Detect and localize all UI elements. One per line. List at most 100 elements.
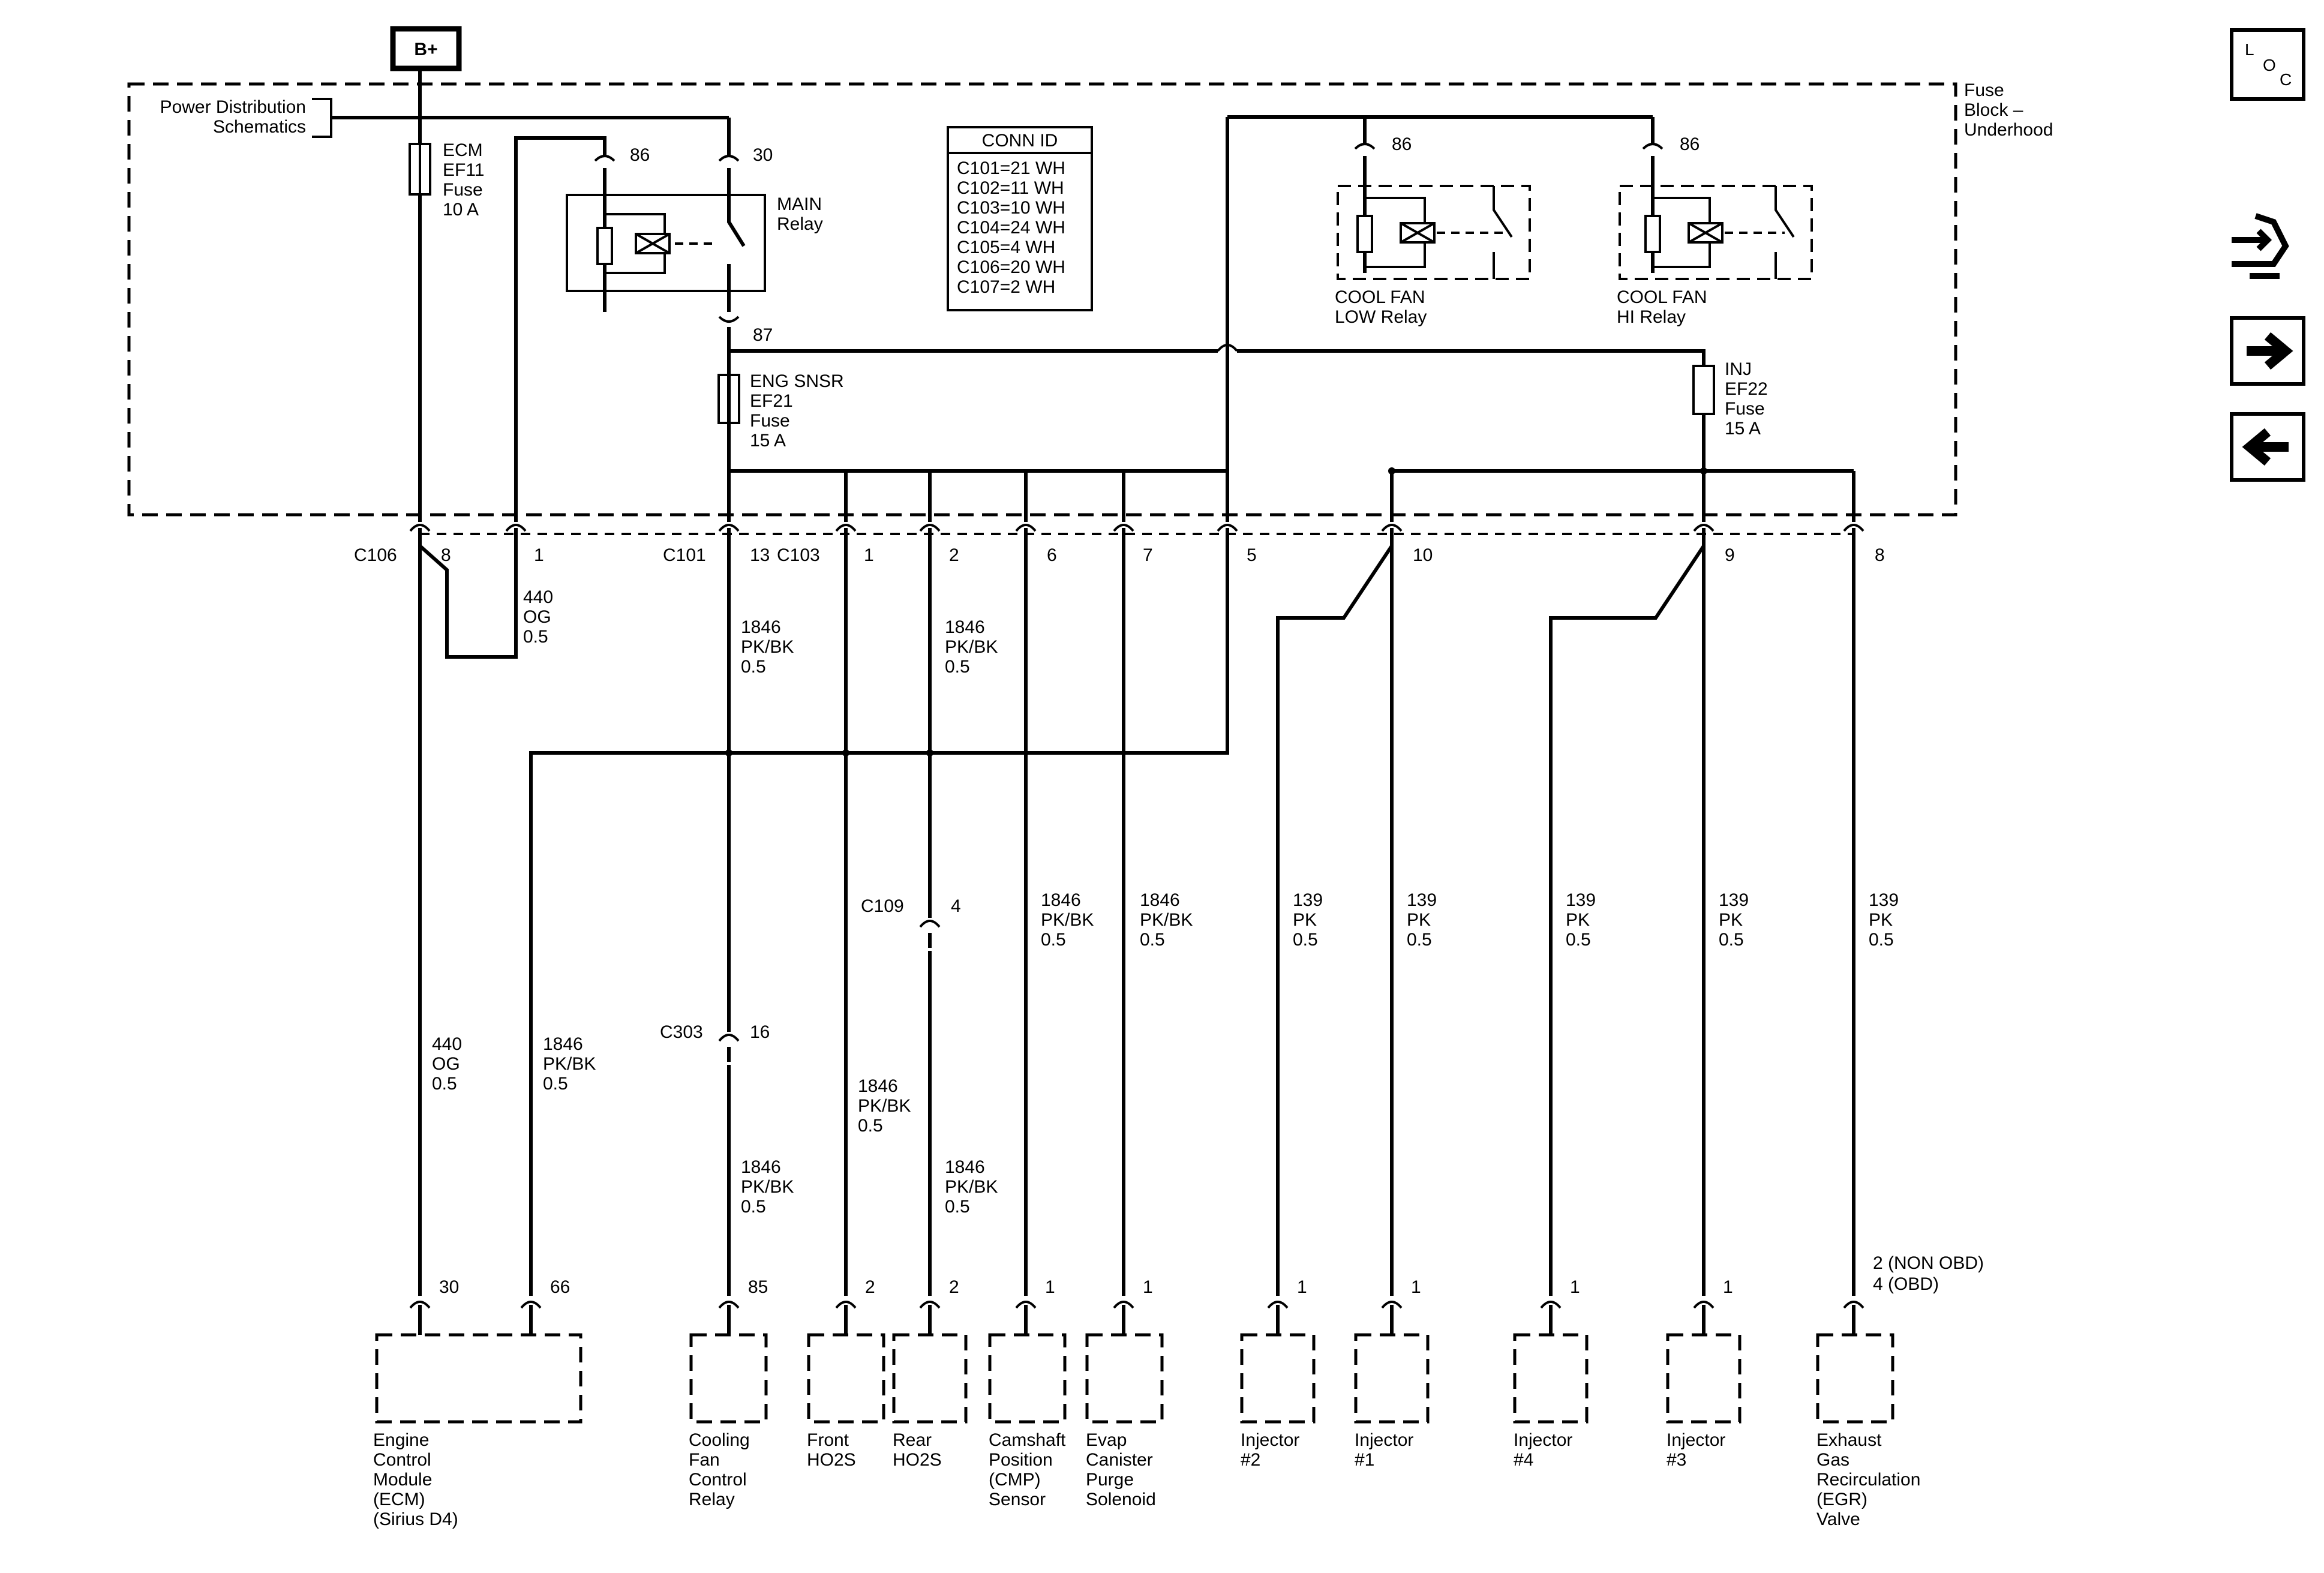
ecm-fuse: ECM EF11 Fuse 10 A	[409, 118, 484, 522]
egr-valve-component: 2 (NON OBD)4 (OBD)ExhaustGasRecirculatio…	[1816, 1253, 1984, 1529]
next-arrow-icon[interactable]	[2230, 316, 2305, 386]
svg-text:0.5: 0.5	[1719, 930, 1744, 950]
svg-text:Module: Module	[373, 1470, 432, 1490]
svg-text:Control: Control	[689, 1470, 747, 1490]
svg-text:Underhood: Underhood	[1964, 120, 2053, 140]
svg-text:139: 139	[1566, 890, 1596, 910]
svg-text:0.5: 0.5	[945, 657, 970, 677]
svg-text:HI Relay: HI Relay	[1617, 307, 1686, 327]
svg-text:(ECM): (ECM)	[373, 1490, 425, 1509]
svg-text:Sensor: Sensor	[989, 1490, 1046, 1509]
inj-fuse: INJ EF22 Fuse 15 A	[1692, 359, 1768, 522]
svg-text:2: 2	[865, 1277, 875, 1297]
svg-text:C109: C109	[861, 896, 904, 916]
svg-text:PK/BK: PK/BK	[1041, 910, 1094, 930]
component-locator-icon[interactable]: L O C	[2230, 28, 2305, 101]
svg-text:Recirculation: Recirculation	[1816, 1470, 1920, 1490]
svg-text:C105=4 WH: C105=4 WH	[957, 238, 1055, 257]
svg-text:0.5: 0.5	[543, 1074, 568, 1094]
c101-label: C101	[663, 545, 706, 565]
connector-pin	[1693, 524, 1715, 546]
svg-text:8: 8	[1875, 545, 1885, 565]
svg-text:#1: #1	[1355, 1450, 1374, 1470]
svg-text:86: 86	[1392, 134, 1412, 154]
svg-text:1846: 1846	[858, 1076, 898, 1096]
svg-text:Power Distribution: Power Distribution	[160, 97, 306, 117]
svg-text:C103=10 WH: C103=10 WH	[957, 198, 1065, 218]
svg-text:PK: PK	[1407, 910, 1431, 930]
svg-text:4: 4	[951, 896, 961, 916]
svg-text:CONN ID: CONN ID	[982, 131, 1058, 151]
svg-text:#2: #2	[1241, 1450, 1260, 1470]
connector-pin	[1843, 524, 1864, 546]
svg-text:7: 7	[1143, 545, 1153, 565]
svg-text:Gas: Gas	[1816, 1450, 1849, 1470]
svg-text:0.5: 0.5	[432, 1074, 457, 1094]
svg-text:1: 1	[1045, 1277, 1055, 1297]
svg-text:Position: Position	[989, 1450, 1053, 1470]
svg-text:Relay: Relay	[689, 1490, 735, 1509]
connector-pin	[1381, 524, 1403, 546]
connector-swap-icon[interactable]	[2232, 213, 2289, 279]
svg-text:L: L	[2245, 40, 2254, 59]
eng-snsr-fuse: ENG SNSR EF21 Fuse 15 A	[717, 351, 844, 522]
svg-text:EF11: EF11	[443, 160, 484, 180]
svg-text:C: C	[2280, 70, 2292, 89]
svg-text:10: 10	[1413, 545, 1433, 565]
c106-label: C106	[354, 545, 397, 565]
svg-text:PK/BK: PK/BK	[945, 637, 998, 657]
svg-text:Fuse: Fuse	[1725, 399, 1765, 419]
svg-text:O: O	[2263, 56, 2276, 74]
connector-pin	[1015, 524, 1037, 546]
svg-text:PK/BK: PK/BK	[945, 1177, 998, 1197]
cool-fan-hi-relay: 86 COOL FAN HI Relay	[1617, 134, 1813, 327]
svg-text:OG: OG	[432, 1054, 460, 1074]
svg-text:139: 139	[1293, 890, 1323, 910]
svg-text:1: 1	[534, 545, 544, 565]
svg-text:Engine: Engine	[373, 1430, 429, 1450]
prev-arrow-icon[interactable]	[2230, 412, 2305, 482]
svg-text:EF21: EF21	[750, 391, 793, 411]
svg-text:1846: 1846	[741, 1157, 781, 1177]
power-distribution-ref[interactable]: Power Distribution Schematics	[160, 97, 332, 138]
svg-text:0.5: 0.5	[741, 1197, 766, 1217]
svg-text:139: 139	[1869, 890, 1899, 910]
svg-text:86: 86	[1680, 134, 1700, 154]
svg-text:Camshaft: Camshaft	[989, 1430, 1066, 1450]
c103-label: C103	[777, 545, 820, 565]
connector-pin	[505, 524, 527, 546]
svg-text:0.5: 0.5	[741, 657, 766, 677]
svg-text:Rear: Rear	[893, 1430, 932, 1450]
svg-text:Injector: Injector	[1667, 1430, 1725, 1450]
svg-text:2: 2	[949, 545, 959, 565]
svg-text:LOW Relay: LOW Relay	[1335, 307, 1427, 327]
svg-text:Fuse: Fuse	[1964, 80, 2004, 100]
battery-label: B+	[414, 40, 437, 59]
svg-text:1846: 1846	[1041, 890, 1081, 910]
svg-text:PK: PK	[1869, 910, 1893, 930]
svg-text:440: 440	[432, 1034, 462, 1054]
conn-id-table: CONN ID C101=21 WH C102=11 WH C103=10 WH…	[947, 126, 1093, 311]
svg-text:EF22: EF22	[1725, 379, 1768, 399]
svg-text:85: 85	[748, 1277, 768, 1297]
svg-text:PK/BK: PK/BK	[858, 1096, 911, 1116]
svg-text:Injector: Injector	[1514, 1430, 1572, 1450]
svg-text:1: 1	[1411, 1277, 1421, 1297]
svg-text:C107=2 WH: C107=2 WH	[957, 277, 1055, 297]
svg-text:30: 30	[439, 1277, 459, 1297]
svg-text:0.5: 0.5	[945, 1197, 970, 1217]
svg-text:16: 16	[750, 1022, 770, 1042]
svg-text:#3: #3	[1667, 1450, 1686, 1470]
svg-text:Purge: Purge	[1086, 1470, 1134, 1490]
